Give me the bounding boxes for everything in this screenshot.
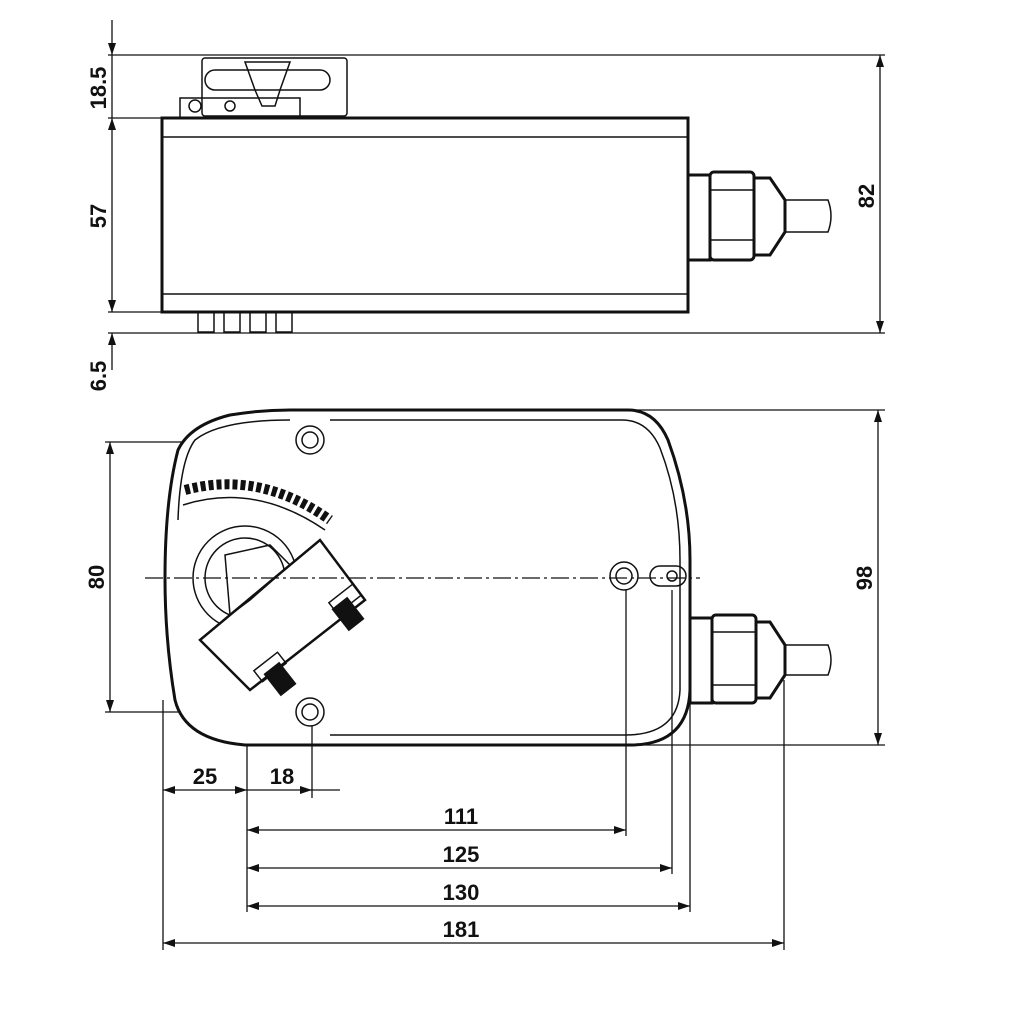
dim-total-length: 181 [443,917,480,942]
dim-to-rear-hole: 111 [444,804,478,829]
actuator-body-front [163,408,692,747]
dim-edge-to-hole: 25 [193,764,217,789]
dim-body-height: 57 [86,204,111,228]
dim-clip-height: 18.5 [86,67,111,110]
top-view: 18.5 57 6.5 82 [86,20,885,391]
dim-pin-height: 6.5 [86,361,111,392]
actuator-body-side [160,116,690,314]
cable-gland-top [686,170,832,262]
dim-hole-spacing: 80 [84,565,109,589]
mounting-clip [179,57,348,119]
dim-total-height: 82 [854,184,879,208]
bottom-view: 80 98 25 18 111 125 130 181 [84,408,885,950]
cable-gland-front [688,613,832,705]
mounting-holes [295,425,687,727]
connector-pins [197,311,293,333]
dim-to-body-end: 130 [443,880,480,905]
dim-to-gland-start: 125 [443,842,480,867]
dim-hole-offset: 18 [270,764,294,789]
position-scale [183,479,333,525]
dim-total-depth: 98 [852,566,877,590]
